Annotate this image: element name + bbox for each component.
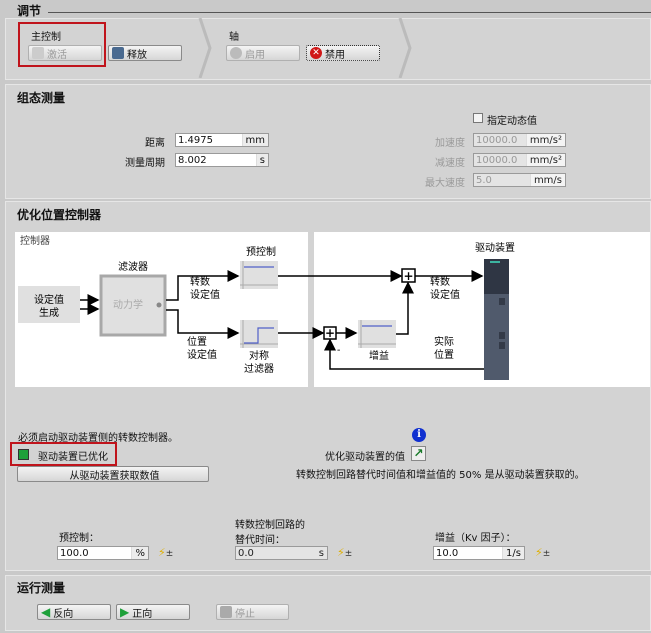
activate-button[interactable]: 激活 <box>28 45 102 61</box>
period-label: 测量周期 <box>125 158 165 169</box>
axis-label: 轴 <box>229 32 239 43</box>
svg-text:驱动装置: 驱动装置 <box>475 241 515 254</box>
stop-icon <box>220 606 232 618</box>
optimize-title: 优化位置控制器 <box>17 208 102 222</box>
lightning-icon[interactable]: ⚡± <box>158 546 174 559</box>
svg-text:+: + <box>403 269 413 283</box>
tune-title: 调节 <box>17 4 42 18</box>
lightning-icon[interactable]: ⚡± <box>535 546 551 559</box>
accel-label: 加速度 <box>435 138 465 149</box>
optimize-drive-label: 优化驱动装置的值 <box>325 452 405 463</box>
rep-time-label: 转数控制回路的替代时间： <box>235 520 305 546</box>
svg-text:+: + <box>325 326 335 340</box>
precontrol-label: 预控制： <box>59 533 99 544</box>
right-arrow-icon: ▶ <box>120 605 130 619</box>
lightning-icon[interactable]: ⚡± <box>337 546 353 559</box>
svg-text:设定值: 设定值 <box>190 288 220 301</box>
release-button[interactable]: 释放 <box>108 45 182 61</box>
disable-label: 禁用 <box>325 49 345 61</box>
master-label: 主控制 <box>31 32 61 43</box>
disable-button[interactable]: ✕禁用 <box>306 45 380 61</box>
precontrol-block <box>240 261 278 289</box>
reverse-button[interactable]: ◀反向 <box>37 604 111 620</box>
left-arrow-icon: ◀ <box>41 605 51 619</box>
control-diagram: 控制器 设定值 生成 滤波器 动力学 转数 设定值 位置 设定值 预控制 对称 … <box>15 232 650 387</box>
svg-text:生成: 生成 <box>39 306 59 319</box>
svg-text:设定值: 设定值 <box>34 293 64 306</box>
svg-text:转数: 转数 <box>190 275 210 288</box>
svg-text:-: - <box>337 345 340 356</box>
vmax-label: 最大速度 <box>425 178 465 189</box>
notice-text: 必须启动驱动装置侧的转数控制器。 <box>18 433 178 444</box>
stop-label: 停止 <box>235 608 255 620</box>
release-label: 释放 <box>127 49 147 61</box>
drive-panel <box>314 232 650 387</box>
svg-text:动力学: 动力学 <box>113 298 143 311</box>
run-title: 运行测量 <box>17 581 66 595</box>
filter-block <box>99 274 167 337</box>
chevron-divider <box>198 18 212 78</box>
get-values-button[interactable]: 从驱动装置获取数值 <box>17 466 209 482</box>
release-icon <box>112 47 124 59</box>
svg-text:对称: 对称 <box>249 349 269 362</box>
divider <box>48 12 651 13</box>
forward-button[interactable]: ▶正向 <box>116 604 190 620</box>
stop-button[interactable]: 停止 <box>216 604 289 620</box>
svg-text:位置: 位置 <box>434 348 454 361</box>
svg-text:预控制: 预控制 <box>246 245 276 258</box>
chevron-divider <box>398 18 412 78</box>
drive-optimized-label: 驱动装置已优化 <box>38 452 108 463</box>
svg-text:实际: 实际 <box>434 335 454 348</box>
enable-button[interactable]: 启用 <box>226 45 300 61</box>
svg-text:滤波器: 滤波器 <box>118 260 148 273</box>
enable-label: 启用 <box>245 49 265 61</box>
open-drive-link-icon[interactable]: ↗ <box>411 446 426 461</box>
reverse-label: 反向 <box>53 608 74 620</box>
svg-text:转数: 转数 <box>430 275 450 288</box>
forward-label: 正向 <box>132 608 153 620</box>
get-values-label: 从驱动装置获取数值 <box>69 470 160 482</box>
config-title: 组态测量 <box>17 91 66 105</box>
svg-text:增益: 增益 <box>369 349 389 362</box>
highlight-box <box>10 442 117 466</box>
info-icon[interactable]: i <box>412 428 426 442</box>
highlight-box <box>18 22 106 67</box>
controller-label: 控制器 <box>20 234 50 247</box>
dyn-checkbox[interactable] <box>473 113 483 123</box>
error-icon: ✕ <box>310 47 322 59</box>
gain-label: 增益（Kv 因子）： <box>435 533 516 544</box>
run-section <box>5 575 651 631</box>
distance-label: 距离 <box>145 138 165 149</box>
hand-icon <box>32 47 44 59</box>
info-text: 转数控制回路替代时间值和增益值的 50% 是从驱动装置获取的。 <box>296 470 585 481</box>
check-icon <box>230 47 242 59</box>
svg-text:设定值: 设定值 <box>187 348 217 361</box>
precontrol-input[interactable]: 100.0% <box>57 546 149 560</box>
svg-text:位置: 位置 <box>187 335 207 348</box>
svg-text:过滤器: 过滤器 <box>244 362 274 375</box>
drive-optimized-indicator <box>18 449 29 460</box>
setpoint-gen-block <box>18 286 80 323</box>
dyn-checkbox-label: 指定动态值 <box>487 116 537 127</box>
activate-label: 激活 <box>47 49 67 61</box>
gain-block <box>358 320 396 348</box>
decel-label: 减速度 <box>435 158 465 169</box>
svg-text:设定值: 设定值 <box>430 288 460 301</box>
